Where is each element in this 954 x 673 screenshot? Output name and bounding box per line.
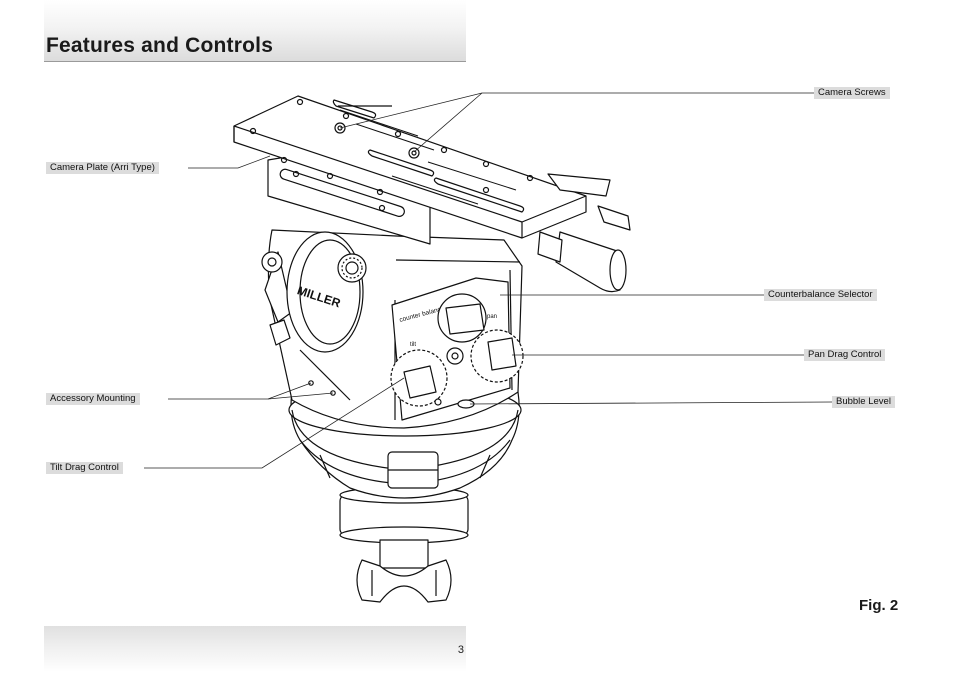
page-number: 3 — [457, 644, 464, 656]
callout-tilt-drag-control: Tilt Drag Control — [46, 462, 123, 474]
control-panel: counter balance tilt pan — [390, 277, 524, 421]
tilt-label-text: tilt — [410, 342, 416, 348]
callout-pan-drag-control: Pan Drag Control — [804, 349, 886, 361]
side-plate: MILLER — [261, 231, 367, 353]
camera-plate — [233, 95, 587, 245]
pan-label-text: pan — [487, 314, 497, 320]
callout-bubble-level: Bubble Level — [832, 396, 895, 408]
leader-accessory — [168, 382, 312, 400]
callout-camera-plate: Camera Plate (Arri Type) — [46, 162, 159, 174]
figure-label: Fig. 2 — [859, 597, 899, 614]
callout-camera-screws: Camera Screws — [814, 87, 890, 99]
page-title: Features and Controls — [46, 34, 274, 57]
leader-tilt-drag — [144, 377, 405, 469]
callout-accessory-mounting: Accessory Mounting — [46, 393, 140, 405]
leader-accessory-2 — [267, 392, 334, 400]
leader-bubble-level — [469, 401, 833, 405]
leader-camera-screws-2 — [413, 92, 483, 153]
leader-camera-screws — [339, 92, 814, 129]
leader-camera-plate — [188, 155, 271, 169]
footer-band: 3 — [44, 626, 466, 672]
callout-counterbalance-selector: Counterbalance Selector — [764, 289, 877, 301]
plate-clamp-lever — [537, 173, 631, 293]
header-band — [44, 0, 466, 62]
